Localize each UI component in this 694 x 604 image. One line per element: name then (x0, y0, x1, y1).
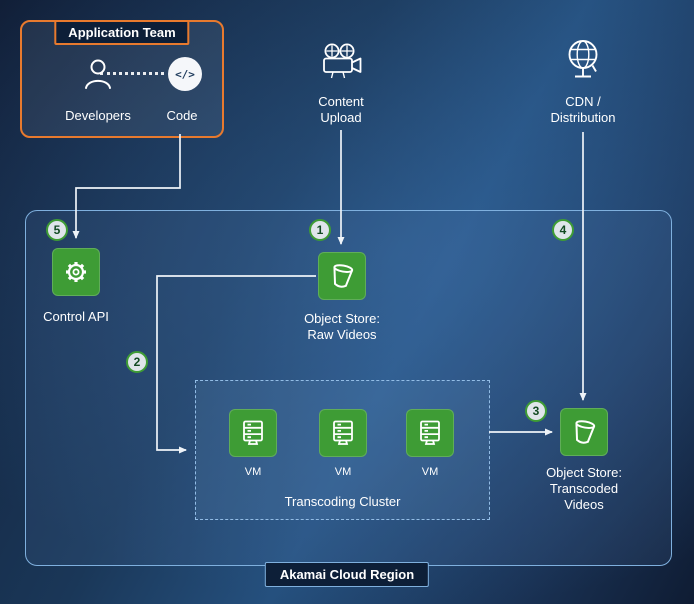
bucket-icon (333, 264, 354, 288)
step-badge-3: 3 (525, 400, 547, 422)
control-api-icon-box (52, 248, 100, 296)
object-store-transcoded-label-line2: Transcoded (549, 481, 619, 496)
object-store-raw-label-line2: Raw Videos (307, 327, 377, 342)
content-upload-label-line2: Upload (320, 110, 362, 125)
video-camera-icon (323, 43, 362, 79)
server-icon (420, 420, 440, 445)
application-team-card: Application Team </> Developers Code (20, 20, 224, 138)
developers-label: Developers (65, 108, 131, 123)
gear-icon (66, 262, 86, 282)
dotted-connector (100, 72, 164, 75)
control-api-node: Control API (16, 248, 136, 325)
globe-icon (568, 40, 598, 78)
vm-node-1: VM (225, 409, 281, 478)
cdn-distribution-node: CDN / Distribution (533, 36, 633, 126)
code-label: Code (166, 108, 198, 123)
object-store-raw-label-line1: Object Store: (304, 311, 380, 326)
vm-3-label: VM (421, 466, 439, 478)
vm-3-icon-box (406, 409, 454, 457)
vm-2-label: VM (334, 466, 352, 478)
step-badge-2: 2 (126, 351, 148, 373)
cdn-label-line2: Distribution (550, 110, 616, 125)
content-upload-label-line1: Content (318, 94, 364, 109)
transcoding-cluster-label: Transcoding Cluster (284, 494, 401, 509)
person-icon (85, 59, 111, 89)
application-team-title: Application Team (54, 20, 190, 45)
akamai-cloud-region-label: Akamai Cloud Region (264, 562, 430, 587)
object-store-transcoded-label-line3: Videos (564, 497, 604, 512)
object-store-transcoded-label-line1: Object Store: (546, 465, 622, 480)
cdn-label-line1: CDN / (565, 94, 601, 109)
vm-node-3: VM (402, 409, 458, 478)
control-api-label: Control API (43, 309, 109, 324)
developers-icon-wrap (78, 54, 118, 94)
bucket-icon (575, 420, 596, 444)
vm-1-label: VM (244, 466, 262, 478)
step-badge-1: 1 (309, 219, 331, 241)
transcoding-cluster-box: VM VM (195, 380, 490, 520)
server-icon (243, 420, 263, 445)
content-upload-node: Content Upload (291, 42, 391, 126)
vm-2-icon-box (319, 409, 367, 457)
vm-node-2: VM (315, 409, 371, 478)
object-store-raw-node: Object Store: Raw Videos (282, 252, 402, 343)
object-store-raw-icon-box (318, 252, 366, 300)
code-node: </> (165, 57, 205, 91)
server-icon (333, 420, 353, 445)
code-icon: </> (168, 57, 202, 91)
object-store-transcoded-icon-box (560, 408, 608, 456)
object-store-transcoded-node: Object Store: Transcoded Videos (514, 408, 654, 513)
step-badge-5: 5 (46, 219, 68, 241)
vm-1-icon-box (229, 409, 277, 457)
step-badge-4: 4 (552, 219, 574, 241)
